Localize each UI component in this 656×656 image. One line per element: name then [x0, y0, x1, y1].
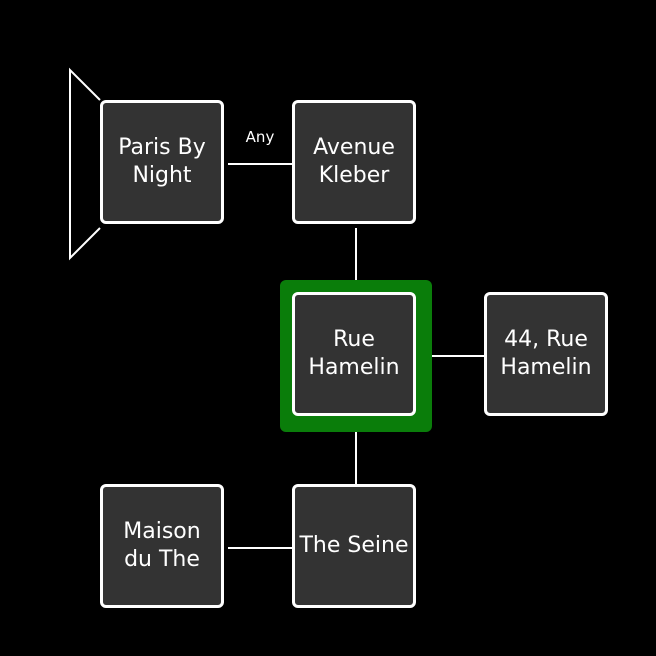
room-the-seine[interactable]: The Seine [292, 484, 416, 608]
room-maison-du-the[interactable]: Maison du The [100, 484, 224, 608]
room-44-rue-hamelin[interactable]: 44, Rue Hamelin [484, 292, 608, 416]
connection-label-any: Any [245, 128, 275, 146]
room-avenue-kleber[interactable]: Avenue Kleber [292, 100, 416, 224]
room-label: Rue Hamelin [308, 327, 400, 380]
exit-stub-west [69, 67, 101, 261]
room-label: Avenue Kleber [313, 135, 395, 188]
room-rue-hamelin-current[interactable]: Rue Hamelin [292, 292, 416, 416]
room-label: 44, Rue Hamelin [500, 327, 592, 380]
room-paris-by-night[interactable]: Paris By Night [100, 100, 224, 224]
room-label: Maison du The [123, 519, 201, 572]
room-label: Paris By Night [118, 135, 206, 188]
room-label: The Seine [299, 533, 409, 558]
